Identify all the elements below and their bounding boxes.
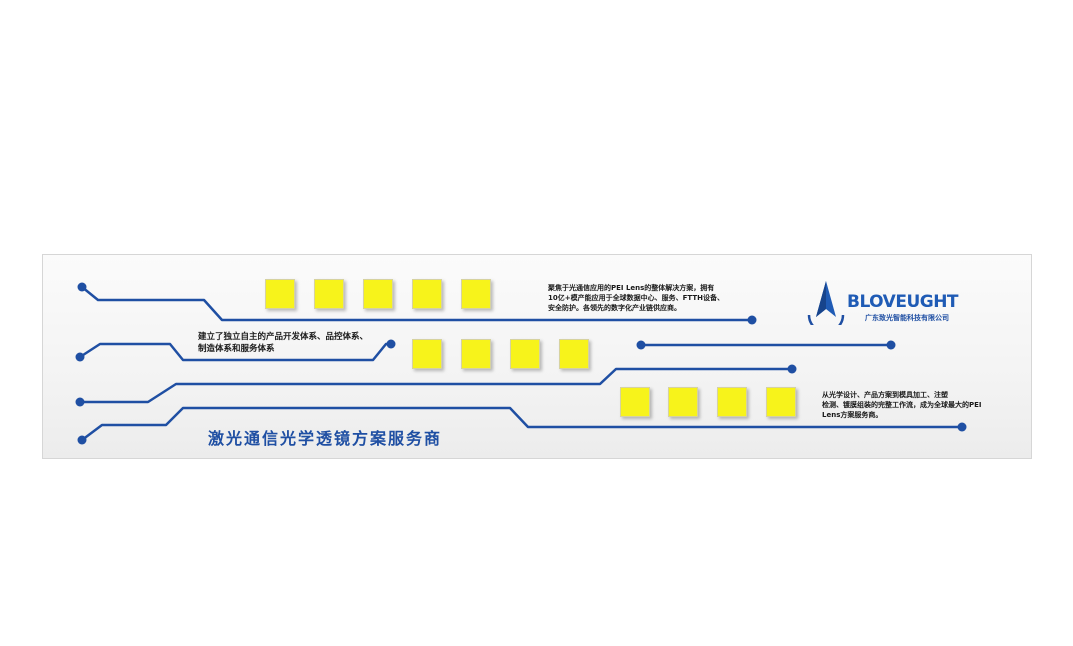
yellow-square (314, 279, 344, 309)
trace-node (386, 339, 396, 349)
text-top-left: 建立了独立自主的产品开发体系、品控体系、 制造体系和服务体系 (198, 331, 368, 355)
text-line: 聚焦于光通信应用的PEI Lens的整体解决方案，拥有 (548, 284, 715, 292)
text-line: 制造体系和服务体系 (198, 344, 275, 354)
compass-star-icon (807, 281, 845, 325)
trace-5 (80, 406, 964, 442)
headline: 激光通信光学透镜方案服务商 (208, 429, 443, 448)
trace-1 (80, 285, 754, 322)
trace-2 (78, 342, 393, 362)
trace-node (957, 422, 967, 432)
text-line: 安全防护。各领先的数字化产业链供应商。 (548, 304, 681, 312)
text-line: 检测、镀膜组装的完整工作流，成为全球最大的PEI (822, 401, 982, 409)
trace-node (75, 352, 85, 362)
logo-wordmark: BLOVEUGHT (847, 292, 959, 312)
text-line: 从光学设计、产品方案到模具加工、注塑 (822, 391, 948, 399)
trace-node (886, 340, 896, 350)
trace-node (77, 282, 87, 292)
trace-node (787, 364, 797, 374)
logo-subtitle: 广东致光智能科技有限公司 (865, 314, 949, 322)
yellow-square (620, 387, 650, 417)
yellow-square (363, 279, 393, 309)
text-line: 建立了独立自主的产品开发体系、品控体系、 (198, 332, 369, 342)
trace-node (77, 435, 87, 445)
yellow-square (510, 339, 540, 369)
text-line: Lens方案服务商。 (822, 411, 883, 419)
trace-node (636, 340, 646, 350)
yellow-square (668, 387, 698, 417)
text-line: 10亿+模产能应用于全球数据中心、服务、FTTH设备、 (548, 294, 724, 302)
yellow-square (559, 339, 589, 369)
yellow-square (412, 279, 442, 309)
yellow-square (461, 279, 491, 309)
yellow-square (766, 387, 796, 417)
yellow-square (717, 387, 747, 417)
yellow-square (265, 279, 295, 309)
trace-4 (78, 367, 794, 404)
trace-node (747, 315, 757, 325)
trace-node (75, 397, 85, 407)
text-top-right: 聚焦于光通信应用的PEI Lens的整体解决方案，拥有 10亿+模产能应用于全球… (548, 283, 724, 313)
text-bottom-right: 从光学设计、产品方案到模具加工、注塑 检测、镀膜组装的完整工作流，成为全球最大的… (822, 390, 982, 420)
yellow-square (461, 339, 491, 369)
yellow-square (412, 339, 442, 369)
